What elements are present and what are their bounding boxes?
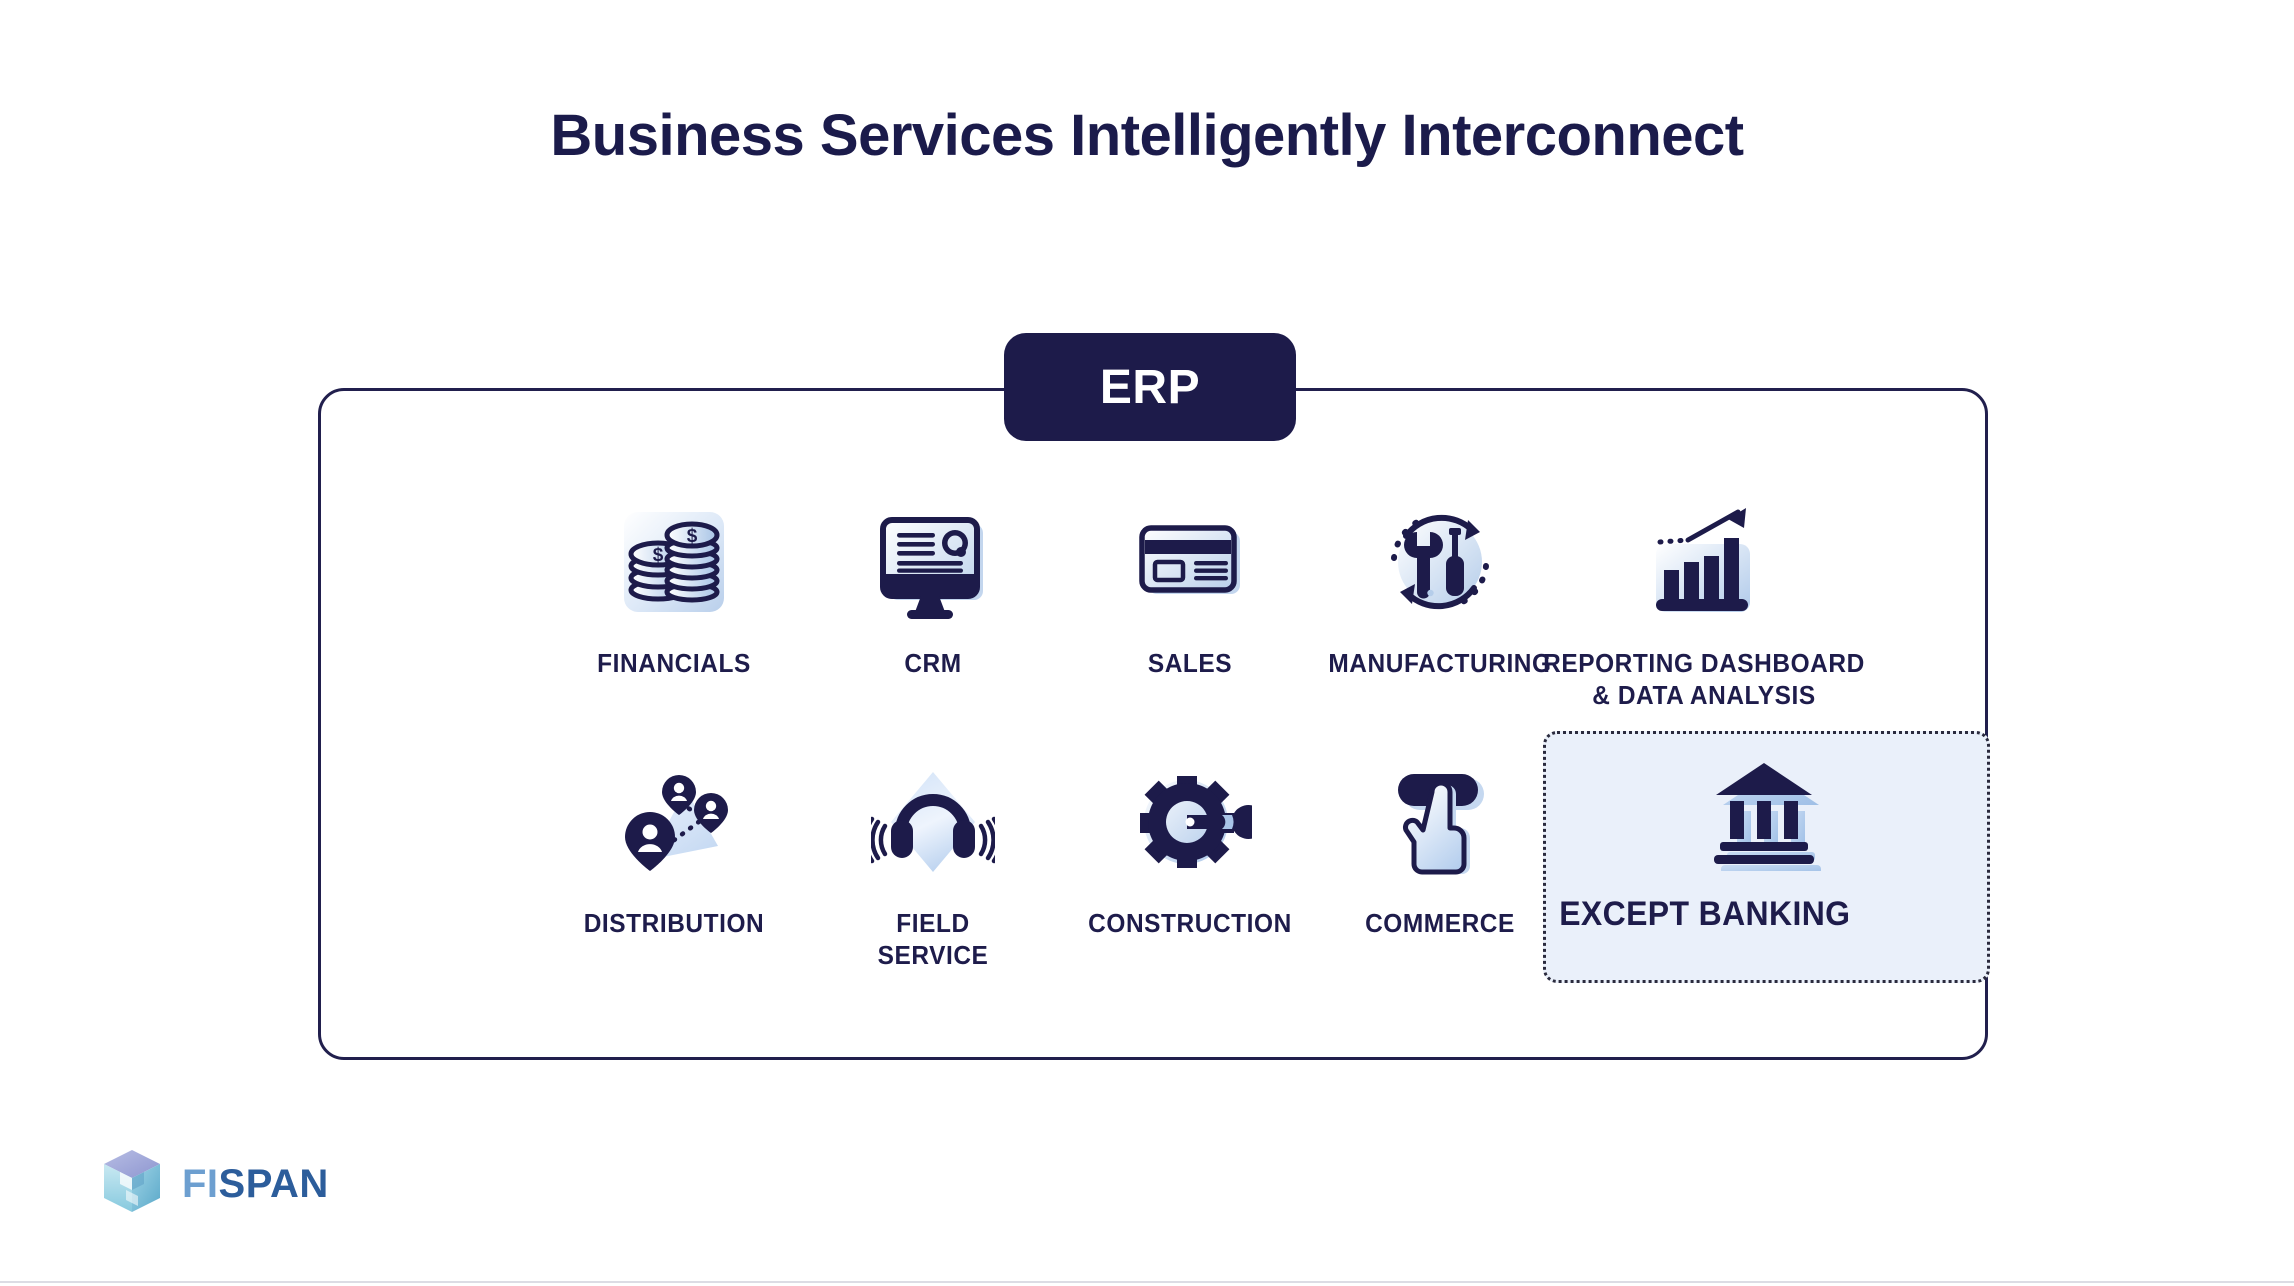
desktop-monitor-icon xyxy=(783,498,1083,626)
fispan-logo-text-span: SPAN xyxy=(218,1162,329,1206)
bank-building-icon xyxy=(1546,756,1987,876)
wrench-screwdriver-cycle-icon xyxy=(1290,498,1590,626)
service-item-financials[interactable]: $ $ FINANCIALS xyxy=(524,498,824,680)
service-label-commerce: COMMERCE xyxy=(1365,908,1515,938)
credit-card-icon xyxy=(1040,498,1340,626)
fispan-logo[interactable]: FISPAN xyxy=(96,1146,329,1223)
map-pins-network-icon xyxy=(524,758,824,886)
service-label-manufacturing: MANUFACTURING xyxy=(1328,648,1552,678)
service-item-field-service[interactable]: FIELD SERVICE xyxy=(783,758,1083,971)
fispan-logo-text-fi: FI xyxy=(182,1162,219,1206)
service-item-sales[interactable]: SALES xyxy=(1040,498,1340,680)
bottom-divider xyxy=(0,1281,2294,1283)
service-label-field-service: FIELD SERVICE xyxy=(877,908,989,970)
service-item-construction[interactable]: CONSTRUCTION xyxy=(1040,758,1340,940)
coin-stacks-icon: $ $ xyxy=(524,498,824,626)
service-item-manufacturing[interactable]: MANUFACTURING xyxy=(1290,498,1590,680)
erp-badge-label: ERP xyxy=(1099,360,1201,414)
svg-text:$: $ xyxy=(687,526,698,547)
service-label-reporting-dashboard: REPORTING DASHBOARD & DATA ANALYSIS xyxy=(1543,648,1865,710)
hand-tap-button-icon xyxy=(1290,758,1590,886)
service-item-reporting-dashboard[interactable]: REPORTING DASHBOARD & DATA ANALYSIS xyxy=(1514,498,1894,711)
service-label-distribution: DISTRIBUTION xyxy=(583,908,765,938)
service-label-sales: SALES xyxy=(1147,648,1233,678)
service-label-construction: CONSTRUCTION xyxy=(1088,908,1292,938)
erp-badge: ERP xyxy=(1004,333,1296,441)
bar-chart-growth-icon xyxy=(1514,498,1894,626)
except-banking-card[interactable]: EXCEPT BANKING xyxy=(1543,731,1990,983)
svg-text:$: $ xyxy=(653,545,664,566)
page-title: Business Services Intelligently Intercon… xyxy=(550,103,1744,168)
service-item-distribution[interactable]: DISTRIBUTION xyxy=(524,758,824,940)
headset-icon xyxy=(783,758,1083,886)
gear-wrench-icon xyxy=(1040,758,1340,886)
service-grid: $ $ FINANCIALS xyxy=(318,388,1990,1060)
service-label-crm: CRM xyxy=(904,648,962,678)
service-item-commerce[interactable]: COMMERCE xyxy=(1290,758,1590,940)
service-item-crm[interactable]: CRM xyxy=(783,498,1083,680)
except-banking-label: EXCEPT BANKING xyxy=(1559,895,1851,933)
service-label-financials: FINANCIALS xyxy=(597,648,751,678)
fispan-cube-icon xyxy=(96,1146,168,1223)
